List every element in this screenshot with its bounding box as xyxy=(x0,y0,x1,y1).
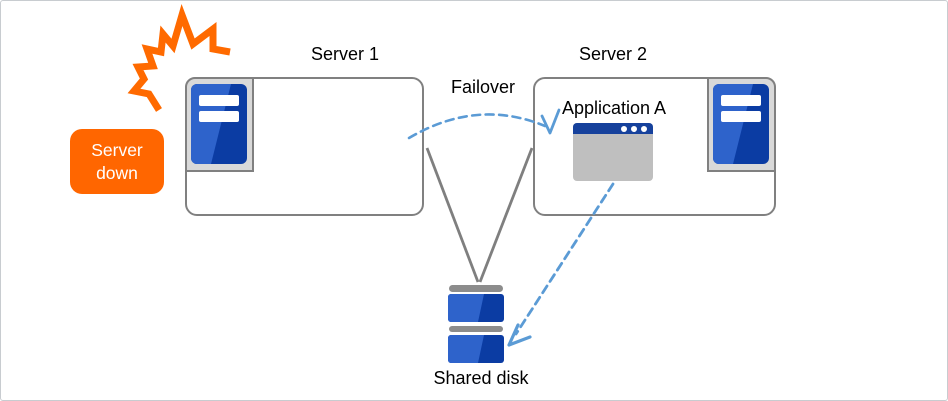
window-dot-icon xyxy=(621,125,627,132)
window-dot-icon xyxy=(631,125,637,132)
server-down-line1: Server xyxy=(91,139,143,160)
server2-label: Server 2 xyxy=(578,44,648,64)
application-window-titlebar xyxy=(573,123,653,134)
shared-disk-label: Shared disk xyxy=(433,368,529,388)
server-down-badge: Server down xyxy=(70,129,164,194)
server-tower-icon xyxy=(191,84,247,164)
storage-link-server2 xyxy=(478,147,534,283)
application-label: Application A xyxy=(561,98,667,118)
failover-arrow xyxy=(407,113,547,140)
storage-link-server1 xyxy=(425,147,480,283)
app-to-disk-arrowhead xyxy=(507,323,532,347)
failover-label: Failover xyxy=(450,77,516,97)
window-dot-icon xyxy=(641,125,647,132)
server-down-line2: down xyxy=(96,162,138,183)
storage-disk-icon xyxy=(448,285,504,363)
server1-label: Server 1 xyxy=(310,44,380,64)
server-tower-icon xyxy=(713,84,769,164)
application-window-icon xyxy=(573,123,653,181)
